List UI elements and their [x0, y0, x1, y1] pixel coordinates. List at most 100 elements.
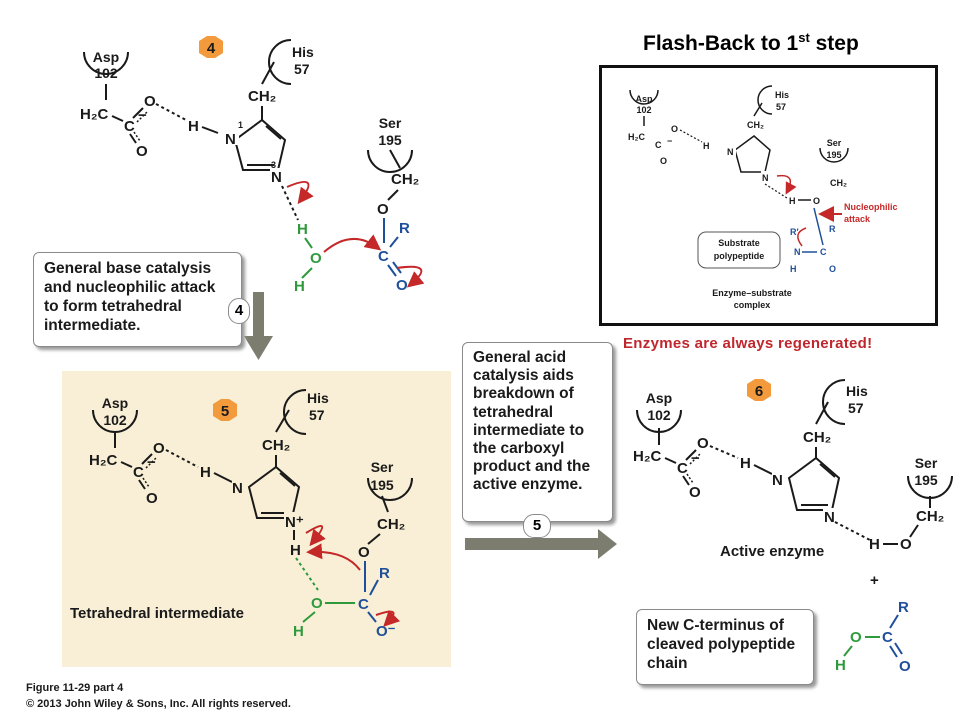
asp-o1-step4: O: [144, 93, 156, 110]
figure-copyright: © 2013 John Wiley & Sons, Inc. All right…: [26, 698, 291, 710]
inset-complex-1: Enzyme–substrate: [712, 288, 792, 298]
his-ch2-step5: CH₂: [262, 437, 290, 454]
inset-his-num: 57: [776, 102, 786, 112]
ser-o-step4: O: [377, 201, 389, 218]
asp-minus-step5: −: [147, 454, 156, 471]
asp-minus-step6: −: [691, 450, 700, 467]
step4-badge: [199, 36, 223, 58]
inset-r: R: [829, 224, 836, 234]
asp-h2c-step6: H₂C: [633, 448, 661, 465]
flashback-inset: Asp 102 H₂C C − O O H His 57 CH₂ N N H O…: [599, 65, 938, 326]
inset-asp-num: 102: [636, 105, 651, 115]
inset-asp-label: Asp: [635, 94, 653, 104]
water-h1-step4: H: [297, 221, 308, 238]
his-h-step5: H: [200, 464, 211, 481]
sub-o-step4: O: [396, 277, 408, 294]
inset-o: O: [829, 264, 836, 274]
inset-ser-num: 195: [826, 150, 841, 160]
tetrahedral-label: Tetrahedral intermediate: [70, 605, 244, 622]
flashback-title: Flash-Back to 1st step: [643, 30, 859, 56]
inset-his-label: His: [775, 90, 789, 100]
his-ch2-step6: CH₂: [803, 429, 831, 446]
flashback-title-end: step: [809, 32, 859, 55]
cterminus-text: New C-terminus of cleaved polypeptide ch…: [647, 617, 796, 672]
his-ring3-step4: 3: [271, 160, 276, 170]
asp-label-step4: Asp: [93, 49, 119, 65]
ser-num-step6: 195: [914, 472, 938, 488]
asp-label-step5: Asp: [102, 395, 128, 411]
his-n3-step6: N: [824, 509, 835, 526]
inset-h: H: [790, 264, 797, 274]
inset-his-ch2: CH₂: [747, 120, 764, 130]
step5-structure: 5 Asp 102 H₂C C − O O H His 57 CH₂ N N⁺ …: [70, 389, 413, 640]
his-h3-step5: H: [290, 542, 301, 559]
asp-o1-step6: O: [697, 435, 709, 452]
inset-ser-h: H: [789, 196, 796, 206]
inset-asp-minus: −: [667, 136, 672, 146]
his-label-step6: His: [846, 383, 868, 399]
leaving-o-step5: O: [311, 595, 323, 612]
ser-label-step5: Ser: [371, 459, 394, 475]
inset-nucleophilic-1: Nucleophilic: [844, 202, 898, 212]
inset-substrate-1: Substrate: [718, 238, 760, 248]
asp-o2-step6: O: [689, 484, 701, 501]
ser-num-step5: 195: [370, 477, 394, 493]
product-o2-step6: O: [899, 658, 911, 675]
step6-badge: [747, 379, 771, 401]
step4-badge-label: 4: [207, 40, 216, 57]
inset-n: N: [794, 247, 801, 257]
sub-ominus-step5: O⁻: [376, 623, 396, 640]
step4-caption-box: General base catalysis and nucleophilic …: [33, 252, 242, 347]
his-n1-step6: N: [772, 472, 783, 489]
his-n1-step5: N: [232, 480, 243, 497]
sub-r-step5: R: [379, 565, 390, 582]
ser-ch2-step5: CH₂: [377, 516, 405, 533]
inset-substrate-2: polypeptide: [714, 251, 765, 261]
ser-o-step5: O: [358, 544, 370, 561]
ser-h-step6: H: [869, 536, 880, 553]
step4-tab: 4: [228, 298, 250, 324]
inset-asp-c: C: [655, 140, 662, 150]
product-c-step6: C: [882, 629, 893, 646]
inset-his-h: H: [703, 141, 710, 151]
his-ch2-step4: CH₂: [248, 88, 276, 105]
product-o-step6: O: [850, 629, 862, 646]
his-num-step6: 57: [848, 400, 864, 416]
his-num-step5: 57: [309, 407, 325, 423]
sub-c-step5: C: [358, 596, 369, 613]
his-label-step4: His: [292, 44, 314, 60]
his-n3-step4: N: [271, 169, 282, 186]
asp-o1-step5: O: [153, 440, 165, 457]
product-r-step6: R: [898, 599, 909, 616]
inset-his-n1: N: [727, 147, 734, 157]
flashback-title-main: Flash-Back to 1: [643, 32, 799, 55]
flashback-title-sup: st: [798, 30, 810, 45]
water-h2-step4: H: [294, 278, 305, 295]
leaving-h-step5: H: [293, 623, 304, 640]
water-o-step4: O: [310, 250, 322, 267]
inset-his-n3: N: [762, 173, 769, 183]
inset-asp-o1: O: [671, 124, 678, 134]
inset-rprime: R′: [790, 227, 799, 237]
asp-o2-step5: O: [146, 490, 158, 507]
step4-caption-text: General base catalysis and nucleophilic …: [44, 260, 216, 334]
asp-num-step5: 102: [103, 412, 127, 428]
asp-num-step6: 102: [647, 407, 671, 423]
right-arrow-step5: [465, 529, 617, 559]
inset-asp-o2: O: [660, 156, 667, 166]
ser-label-step4: Ser: [379, 115, 402, 131]
product-h-step6: H: [835, 657, 846, 674]
his-n1-step4: N: [225, 131, 236, 148]
figure-caption: Figure 11-29 part 4: [26, 682, 124, 694]
sub-r-step4: R: [399, 220, 410, 237]
step5-caption-text: General acid catalysis aids breakdown of…: [473, 349, 591, 494]
inset-complex-2: complex: [734, 300, 771, 310]
his-h-step6: H: [740, 455, 751, 472]
inset-ser-label: Ser: [827, 138, 842, 148]
cterminus-box: New C-terminus of cleaved polypeptide ch…: [636, 609, 814, 685]
regen-note: Enzymes are always regenerated!: [623, 335, 873, 352]
down-arrow-step4: [244, 292, 273, 360]
asp-label-step6: Asp: [646, 390, 672, 406]
asp-c-step4: C: [124, 118, 135, 135]
